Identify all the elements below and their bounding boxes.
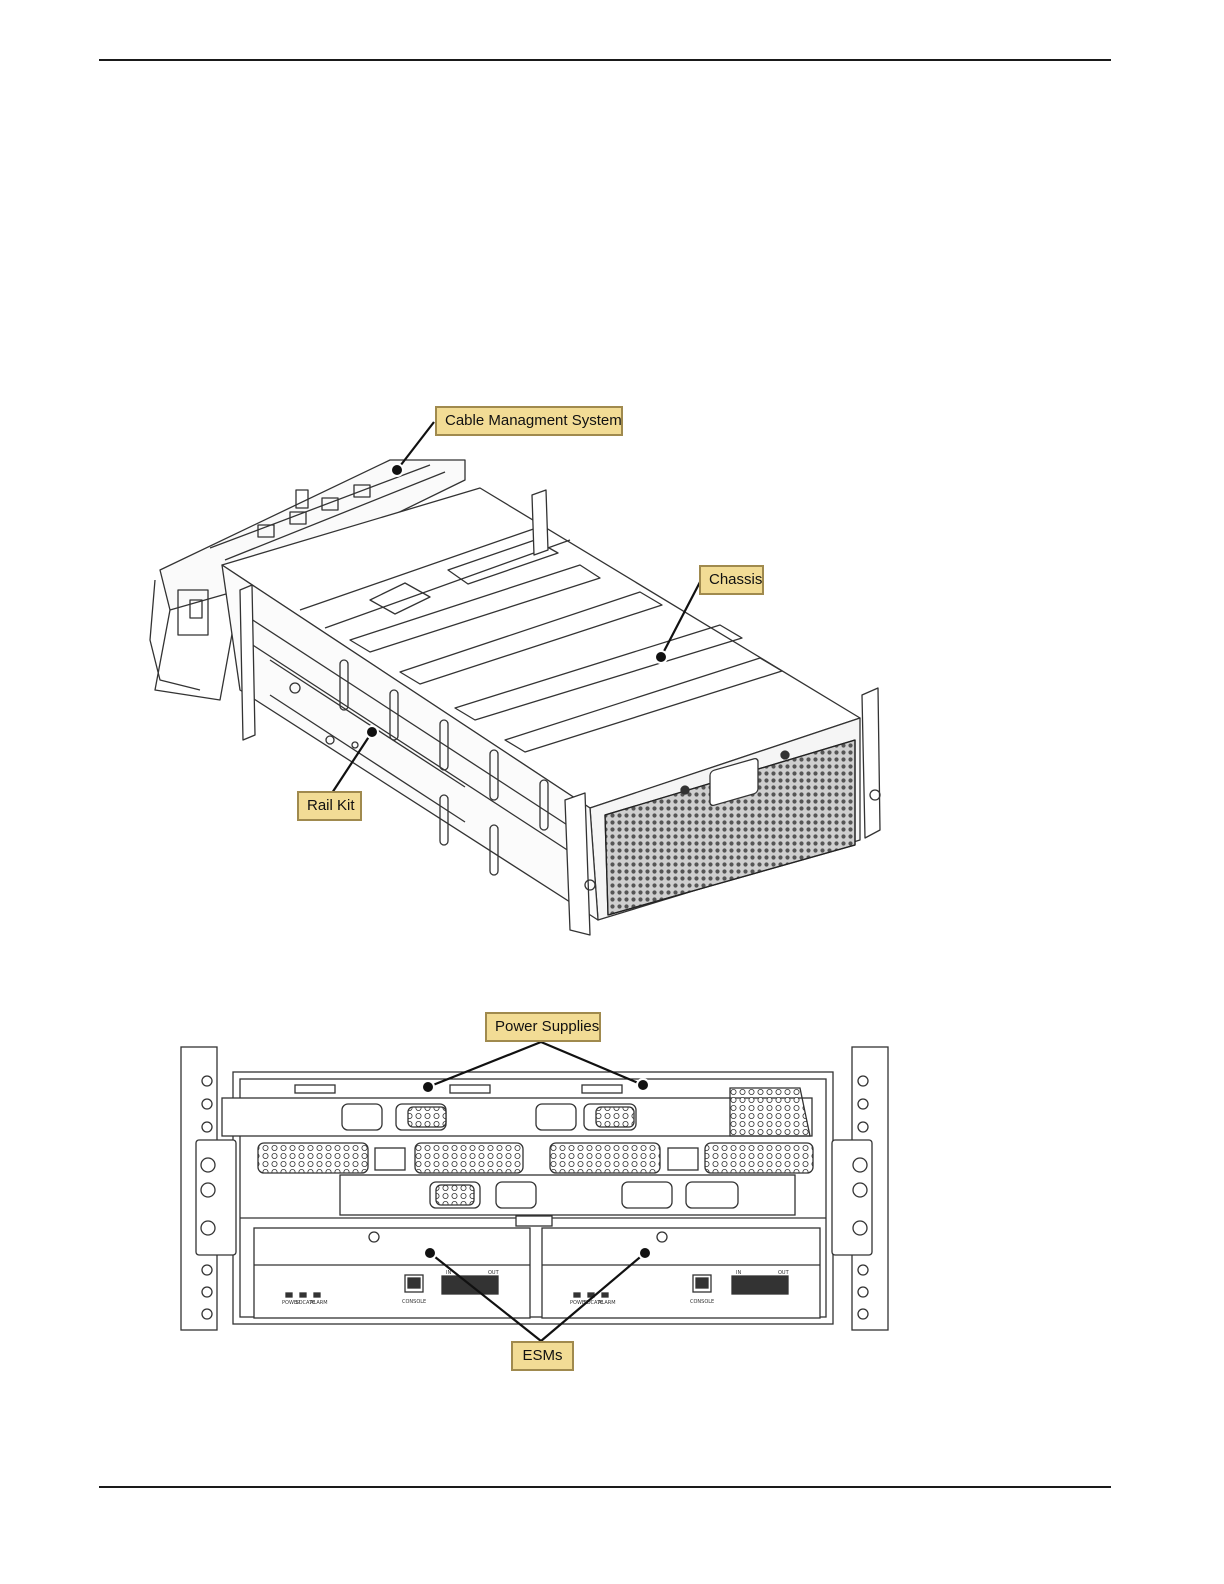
alarm-label-left: ALARM [310, 1300, 328, 1306]
marker-esm-left [424, 1247, 436, 1259]
in-label-left: IN [446, 1270, 451, 1276]
alarm-label-right: ALARM [598, 1300, 616, 1306]
out-label-right: OUT [778, 1270, 790, 1276]
power-supply-upper [222, 1098, 812, 1136]
marker-power-supply-right [637, 1079, 649, 1091]
console-label-left: CONSOLE [402, 1299, 426, 1305]
callout-rail-kit: Rail Kit [297, 791, 362, 821]
callout-cable-management-system: Cable Managment System [435, 406, 623, 436]
out-label-left: OUT [488, 1270, 500, 1276]
rear-view-figure [181, 1047, 888, 1330]
callout-power-supplies: Power Supplies [485, 1012, 601, 1042]
in-label-right: IN [736, 1270, 741, 1276]
marker-cable-management [391, 464, 403, 476]
marker-power-supply-left [422, 1081, 434, 1093]
power-supply-lower [340, 1175, 795, 1215]
console-label-right: CONSOLE [690, 1299, 714, 1305]
marker-chassis [655, 651, 667, 663]
callout-chassis: Chassis [699, 565, 764, 595]
callout-esms: ESMs [511, 1341, 574, 1371]
marker-esm-right [639, 1247, 651, 1259]
marker-rail-kit [366, 726, 378, 738]
